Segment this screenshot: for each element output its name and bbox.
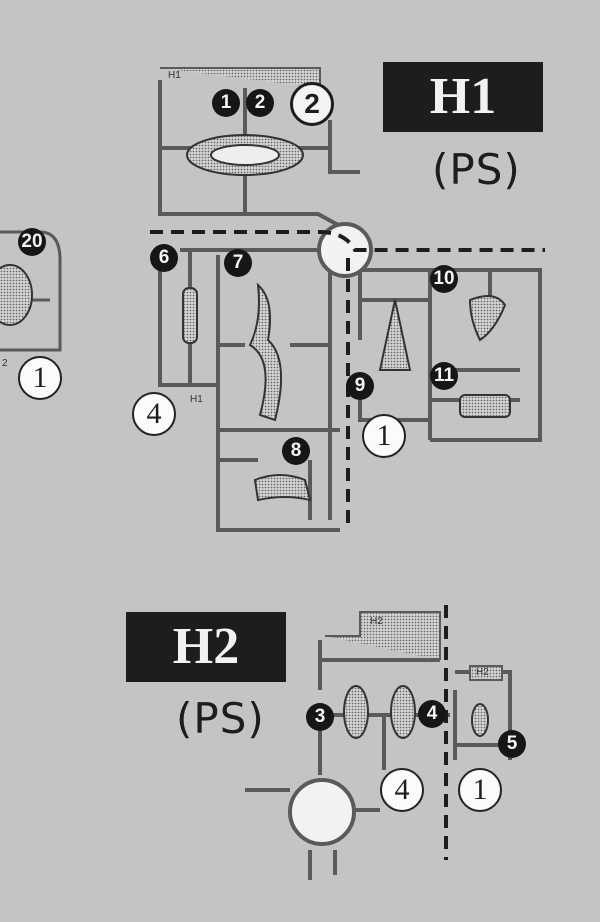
h1-plate-label: H1 bbox=[383, 62, 543, 132]
h1-ring-hole bbox=[210, 144, 280, 166]
part-number-4: 4 bbox=[418, 700, 446, 728]
h2-small-tag-plate bbox=[469, 665, 503, 681]
part-10-shape bbox=[468, 295, 507, 342]
h1-top-quantity: 2 bbox=[290, 82, 334, 126]
part-number-11: 11 bbox=[430, 362, 458, 390]
part-number-10: 10 bbox=[430, 265, 458, 293]
h2-plate-label: H2 bbox=[126, 612, 286, 682]
h2-material-label: (PS) bbox=[176, 694, 265, 743]
part-number-8: 8 bbox=[282, 437, 310, 465]
part-number-20: 20 bbox=[18, 228, 46, 256]
part-number-6: 6 bbox=[150, 244, 178, 272]
part-7-shape bbox=[248, 282, 283, 422]
h1-top-number-1: 1 bbox=[212, 89, 240, 117]
part-number-7: 7 bbox=[224, 249, 252, 277]
part-8-shape bbox=[253, 474, 312, 502]
part-3-shape bbox=[343, 685, 369, 739]
h1-material-label: (PS) bbox=[432, 145, 521, 194]
part-number-5: 5 bbox=[498, 730, 526, 758]
h1-hub bbox=[317, 222, 373, 278]
left-fragment-quantity: 1 bbox=[18, 356, 62, 400]
h2-small-sprue-tag: H2 bbox=[476, 667, 489, 678]
h1-side-tag: H1 bbox=[190, 394, 203, 405]
h1-quantity-4: 4 bbox=[132, 392, 176, 436]
h2-quantity-1: 1 bbox=[458, 768, 502, 812]
h1-quantity-1: 1 bbox=[362, 414, 406, 458]
part-number-3: 3 bbox=[306, 703, 334, 731]
h1-top-number-2: 2 bbox=[246, 89, 274, 117]
part-9-shape bbox=[378, 299, 412, 371]
part-11-shape bbox=[459, 394, 511, 418]
h1-sprue-tag: H1 bbox=[168, 70, 181, 81]
h2-sprue-tag: H2 bbox=[370, 616, 383, 627]
part-6-shape bbox=[182, 287, 198, 344]
left-fragment-tag: 2 bbox=[2, 358, 8, 369]
part-number-9: 9 bbox=[346, 372, 374, 400]
h2-hub bbox=[288, 778, 356, 846]
part-5-shape bbox=[471, 703, 489, 737]
h2-quantity-4: 4 bbox=[380, 768, 424, 812]
h1-cut-line-horizontal bbox=[150, 230, 545, 252]
part-4-shape bbox=[390, 685, 416, 739]
h2-sprue bbox=[245, 611, 512, 880]
